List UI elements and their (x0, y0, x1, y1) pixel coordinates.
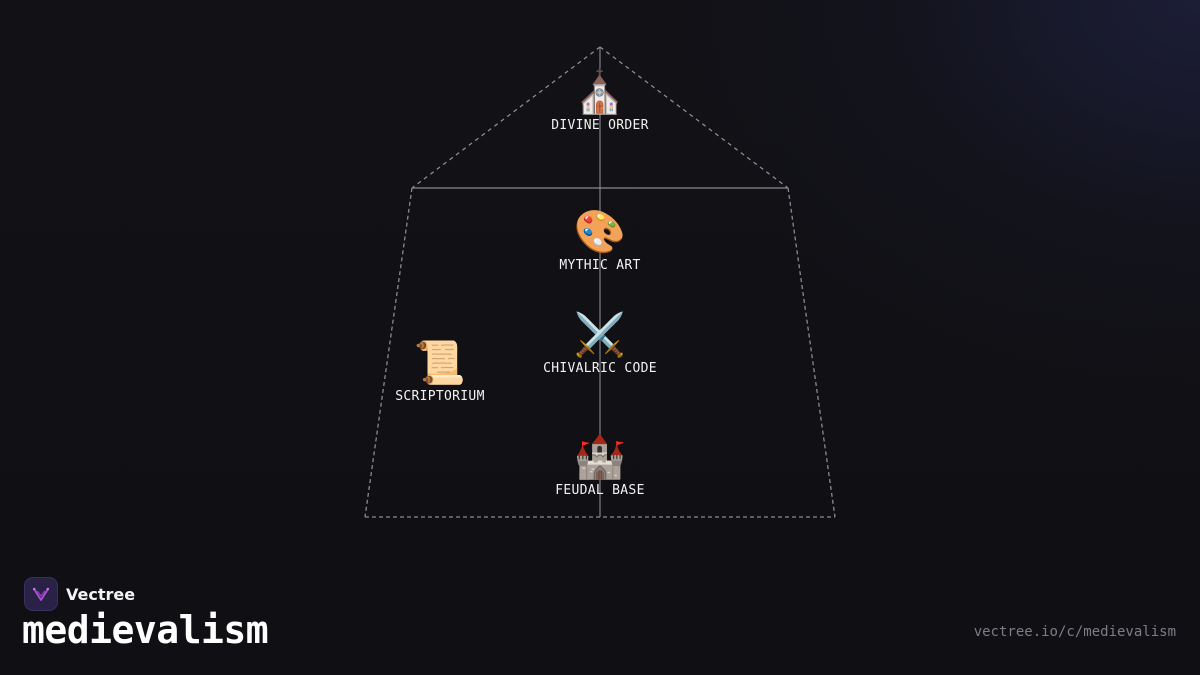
node-chivalric-code: ⚔️ CHIVALRIC CODE (543, 310, 657, 377)
church-icon: ⛪ (573, 67, 627, 116)
page-url[interactable]: vectree.io/c/medievalism (973, 624, 1176, 640)
base-right-edge (787, 187, 836, 518)
apex-left-edge (411, 46, 601, 189)
node-label: FEUDAL BASE (555, 483, 645, 498)
node-label: SCRIPTORIUM (395, 389, 485, 404)
node-label: DIVINE ORDER (551, 118, 649, 133)
apex-right-edge (599, 46, 789, 189)
brand[interactable]: Vectree (24, 577, 135, 611)
vectree-logo-icon (24, 577, 58, 611)
node-label: MYTHIC ART (559, 258, 641, 273)
palette-icon: 🎨 (573, 207, 627, 256)
scroll-icon: 📜 (413, 338, 467, 387)
base-left-edge (364, 187, 413, 518)
brand-name: Vectree (66, 584, 136, 604)
castle-icon: 🏰 (573, 432, 627, 481)
node-mythic-art: 🎨 MYTHIC ART (559, 207, 641, 274)
crossed-swords-icon: ⚔️ (573, 310, 627, 359)
node-label: CHIVALRIC CODE (543, 361, 657, 376)
page-title: medievalism (22, 608, 269, 652)
node-divine-order: ⛪ DIVINE ORDER (551, 67, 649, 134)
node-scriptorium: 📜 SCRIPTORIUM (395, 338, 485, 405)
node-feudal-base: 🏰 FEUDAL BASE (555, 432, 645, 499)
